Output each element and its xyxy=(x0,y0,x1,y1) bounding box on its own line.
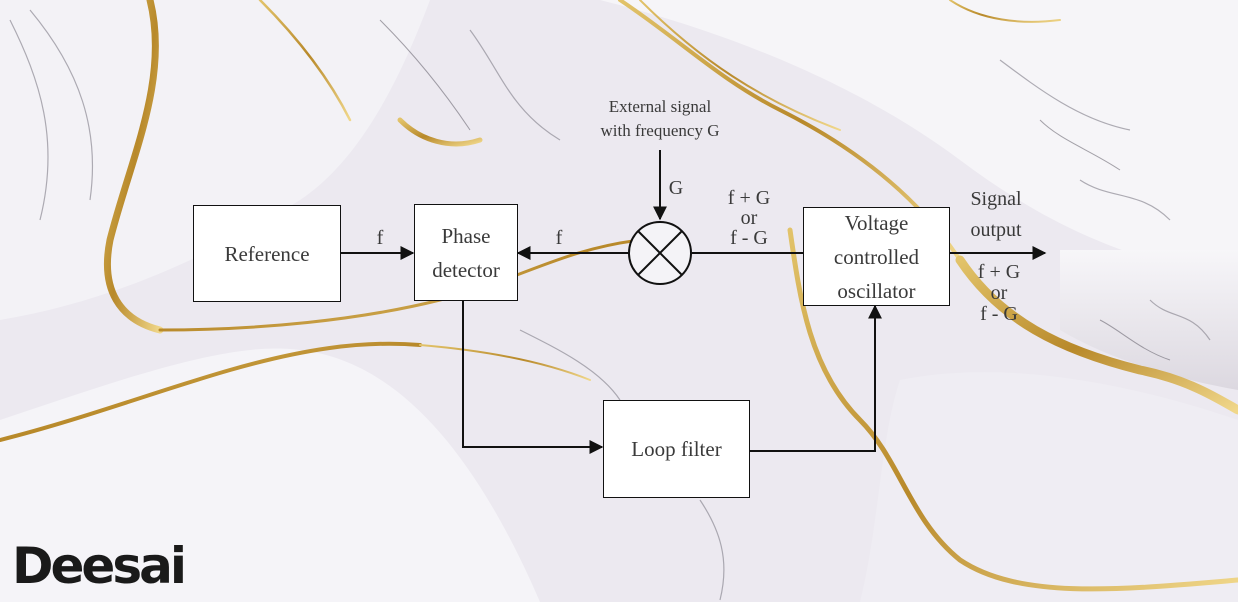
reference-block: Reference xyxy=(193,205,341,302)
phase-detector-block: Phase detector xyxy=(414,204,518,301)
output-frequency-label: f + G or f - G xyxy=(977,261,1021,325)
loop-filter-block: Loop filter xyxy=(603,400,750,498)
arrow-loop-filter-to-vco xyxy=(750,304,882,452)
mixer-output-label: f + G or f - G xyxy=(727,187,771,249)
g-label: G xyxy=(668,177,684,199)
mixer-symbol xyxy=(628,221,692,285)
arrow-phase-detector-to-loop-filter xyxy=(462,300,604,454)
reference-frequency-label: f xyxy=(376,227,384,249)
feedback-frequency-label: f xyxy=(555,227,563,249)
external-signal-label: External signal with frequency G xyxy=(600,97,720,140)
vco-block: Voltage controlled oscillator xyxy=(803,207,950,306)
deesai-logo: Deesai xyxy=(12,537,187,595)
signal-output-label: Signal output xyxy=(970,188,1022,241)
